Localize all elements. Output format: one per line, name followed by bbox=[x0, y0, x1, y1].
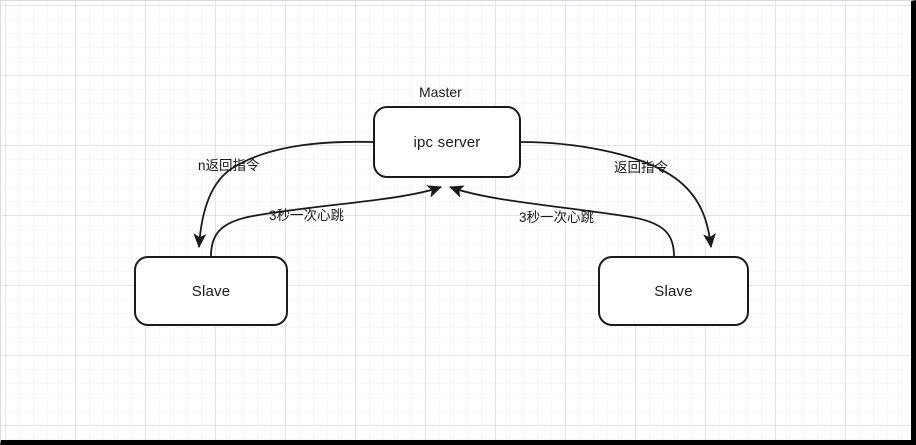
node-ipc-server-label: ipc server bbox=[413, 133, 481, 151]
node-slave-right[interactable]: Slave bbox=[598, 256, 749, 326]
node-slave-left[interactable]: Slave bbox=[134, 256, 288, 326]
node-ipc-server[interactable]: ipc server bbox=[373, 106, 521, 178]
node-slave-right-label: Slave bbox=[654, 282, 693, 300]
edge-label-heartbeat-right: 3秒一次心跳 bbox=[519, 210, 595, 225]
edge-label-return-right: 返回指令 bbox=[614, 160, 668, 175]
master-caption: Master bbox=[419, 84, 462, 100]
edge-label-return-left: n返回指令 bbox=[198, 158, 260, 173]
node-slave-left-label: Slave bbox=[191, 282, 231, 300]
edge-label-heartbeat-left: 3秒一次心跳 bbox=[269, 208, 345, 223]
